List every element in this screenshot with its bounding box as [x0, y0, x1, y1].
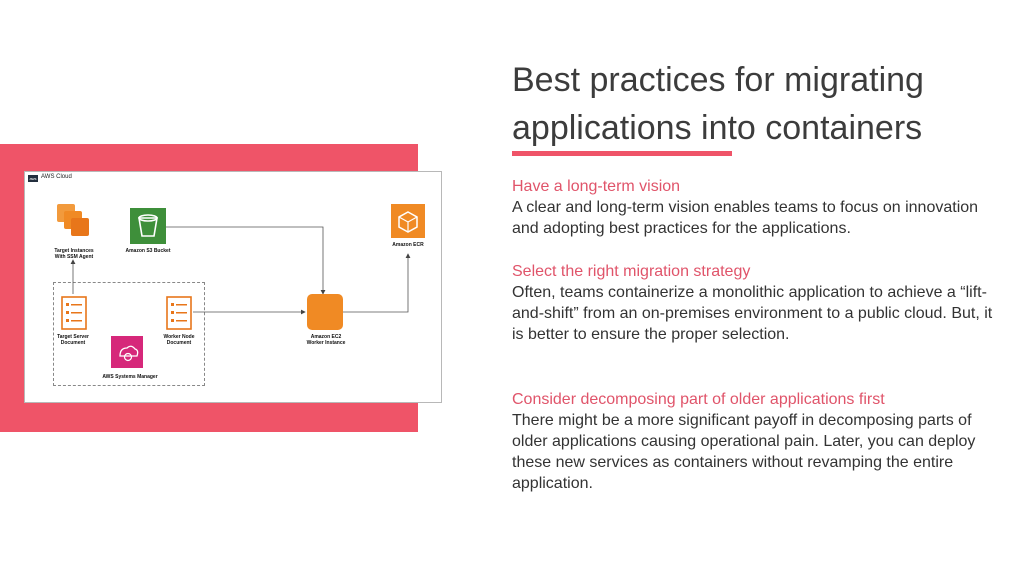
section-heading: Select the right migration strategy [512, 263, 751, 280]
ec2-worker-icon [307, 294, 343, 330]
diagram-connectors [70, 226, 411, 315]
ecr-icon [391, 204, 425, 238]
systems-manager-group [53, 282, 205, 386]
title-underline [512, 151, 732, 156]
section-body: A clear and long-term vision enables tea… [512, 199, 979, 237]
ecr-label: Amazon ECR [392, 242, 424, 248]
slide-title: Best practices for migrating application… [512, 61, 924, 147]
cloud-label: AWS Cloud [41, 174, 72, 180]
ec2-to-ecr-connector [343, 253, 411, 313]
section-long-term-vision: Have a long-term vision A clear and long… [512, 176, 1002, 239]
section-migration-strategy: Select the right migration strategy Ofte… [512, 261, 1002, 345]
systems-manager-label: AWS Systems Manager [102, 374, 158, 380]
aws-cloud-icon: aws [28, 175, 38, 182]
section-decomposing: Consider decomposing part of older appli… [512, 389, 1002, 494]
document-icon [61, 296, 87, 330]
s3-bucket-icon [130, 208, 166, 244]
section-body: There might be a more significant payoff… [512, 412, 976, 492]
document-icon [166, 296, 192, 330]
section-body: Often, teams containerize a monolithic a… [512, 284, 993, 343]
ec2-instances-icon [57, 204, 89, 236]
section-heading: Have a long-term vision [512, 178, 681, 195]
section-heading: Consider decomposing part of older appli… [512, 391, 885, 408]
systems-manager-icon [111, 336, 143, 368]
s3-bucket-label: Amazon S3 Bucket [125, 248, 171, 254]
s3-to-ec2-connector [166, 226, 326, 295]
